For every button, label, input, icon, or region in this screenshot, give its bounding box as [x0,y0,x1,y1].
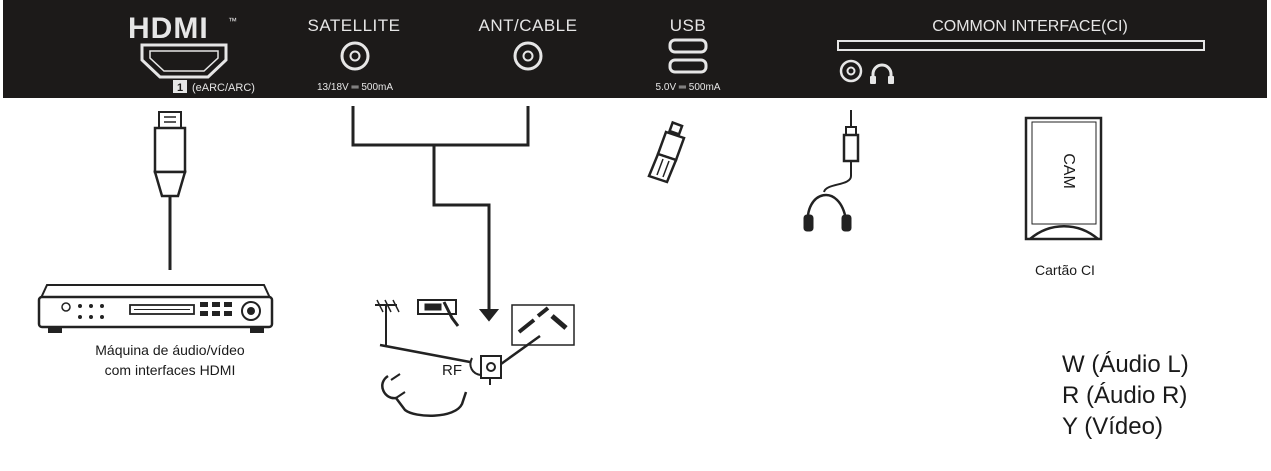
usb-stick-icon [647,120,686,184]
legend-item-yellow: Y (Vídeo) [1062,413,1163,440]
ant-cable-port: ANT/CABLE [479,16,578,71]
arrow-down-icon [478,309,500,322]
ci-title: COMMON INTERFACE(CI) [932,18,1128,35]
legend-item-red: R (Áudio R) [1062,382,1188,409]
hdmi-cable [153,111,187,270]
hdmi-tm: ™ [228,16,237,26]
ant-cable-title: ANT/CABLE [479,16,578,35]
satellite-spec: 13/18V ═ 500mA [317,82,393,93]
av-device-caption-line1: Máquina de áudio/vídeo [95,342,245,358]
satellite-port: SATELLITE 13/18V ═ 500mA [308,16,401,93]
ci-card-caption: Cartão CI [1035,262,1095,278]
hdmi-number: 1 [177,82,183,94]
headphone-port-icon [871,63,893,82]
hdmi-socket-icon [140,43,228,79]
usb-port: USB 5.0V ═ 500mA [656,16,721,93]
audio-out-socket-icon [839,59,863,83]
av-device-caption-line2: com interfaces HDMI [104,362,236,378]
cam-card-text: CAM [1060,153,1077,189]
satellite-title: SATELLITE [308,16,401,35]
hdmi-logo: HDMI [128,12,209,45]
common-interface-port: COMMON INTERFACE(CI) [837,18,1205,84]
usb-spec: 5.0V ═ 500mA [656,82,721,93]
headphones-icon [803,110,860,232]
usb-socket-icon-1 [668,38,708,54]
antenna-feed-lines [351,106,530,322]
ci-card-icon: CAM [1024,116,1103,241]
usb-title: USB [670,16,706,35]
hdmi-earc-label: (eARC/ARC) [192,82,255,94]
satellite-socket-icon [340,41,370,71]
rf-label: RF [442,362,462,379]
cable-color-legend: W (Áudio L) R (Áudio R) Y (Vídeo) [1062,349,1189,442]
hdmi-plug-icon [158,111,182,129]
hdmi-port: HDMI ™ 1 (eARC/ARC) [128,12,255,94]
av-device-caption: Máquina de áudio/vídeo com interfaces HD… [40,340,300,380]
av-device-icon [37,284,274,333]
legend-item-white: W (Áudio L) [1062,351,1189,378]
antenna-icon: RF [375,299,575,417]
rf-socket-icon [480,355,502,379]
ci-slot [837,40,1205,51]
ant-cable-socket-icon [513,41,543,71]
usb-socket-icon-2 [668,58,708,74]
hdmi-number-badge [173,80,187,93]
